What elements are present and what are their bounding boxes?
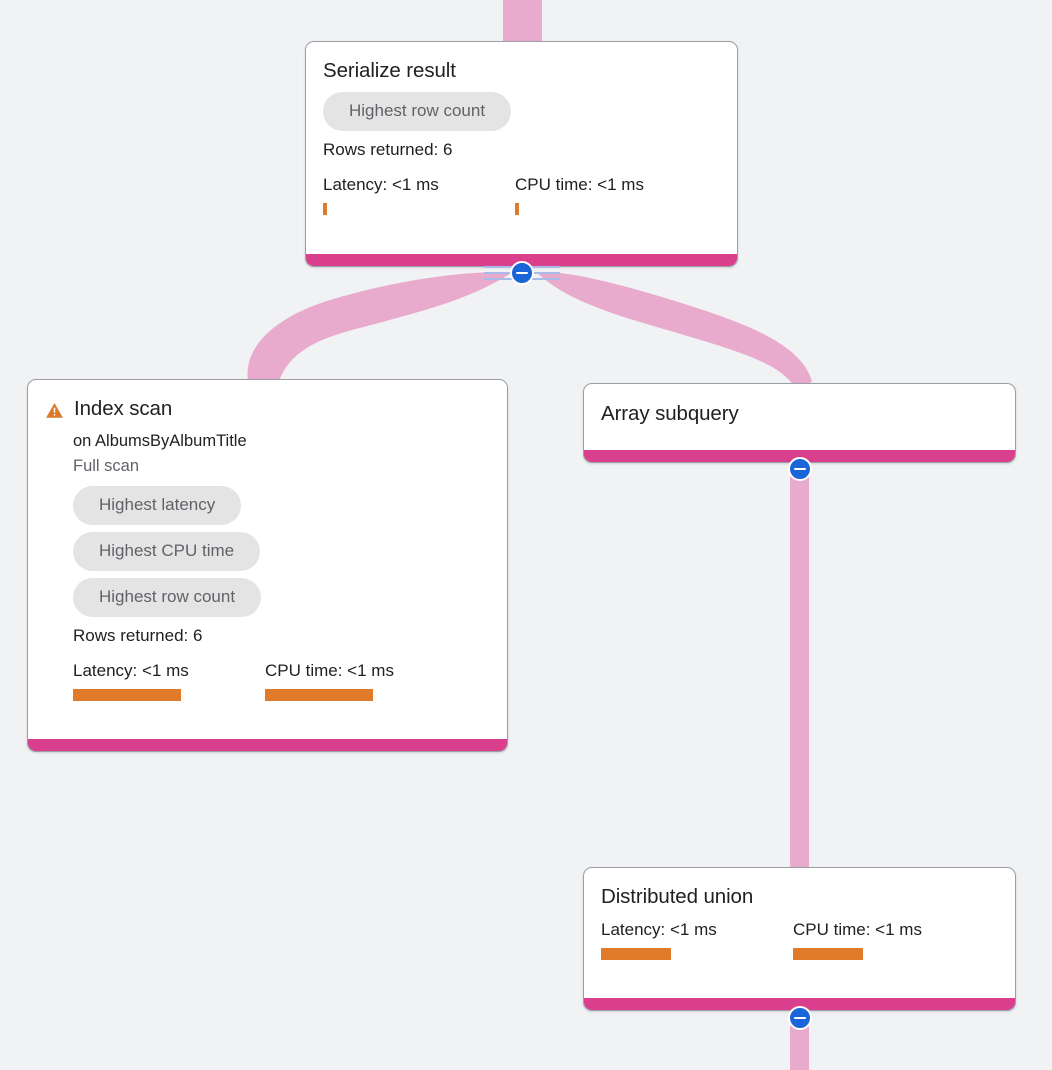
metric-latency: Latency: <1 ms — [323, 174, 515, 215]
node-serialize-result[interactable]: Serialize result Highest row count Rows … — [305, 41, 738, 267]
metric-latency-label: Latency: <1 ms — [73, 661, 189, 680]
node-accent-bar — [306, 254, 737, 266]
node-body: Index scan on AlbumsByAlbumTitle Full sc… — [28, 380, 507, 715]
rows-returned-label: Rows returned: 6 — [323, 140, 453, 159]
rows-returned-label: Rows returned: 6 — [73, 626, 203, 645]
node-subtitle-scan-type: Full scan — [73, 457, 140, 475]
metric-cpu-time-label: CPU time: <1 ms — [265, 661, 394, 680]
node-body: Distributed union Latency: <1 ms CPU tim… — [584, 868, 1015, 974]
node-subtitle-index: on AlbumsByAlbumTitle — [73, 432, 247, 450]
metric-cpu-time: CPU time: <1 ms — [265, 660, 394, 701]
chip-list: Highest row count — [323, 92, 720, 131]
metric-cpu-time-bar — [515, 203, 519, 215]
node-body: Array subquery — [584, 384, 1015, 441]
collapse-toggle-array-subquery[interactable] — [788, 457, 812, 481]
metric-cpu-time-label: CPU time: <1 ms — [793, 920, 922, 939]
node-accent-bar — [584, 450, 1015, 462]
metric-latency-bar — [73, 689, 181, 701]
node-accent-bar — [584, 998, 1015, 1010]
node-header: Array subquery — [601, 401, 998, 427]
node-index-scan[interactable]: Index scan on AlbumsByAlbumTitle Full sc… — [27, 379, 508, 752]
node-title: Index scan — [74, 397, 173, 420]
edge-serialize-to-index-scan — [247, 272, 513, 381]
collapse-toggle-distributed-union[interactable] — [788, 1006, 812, 1030]
metric-cpu-time-bar — [793, 948, 863, 960]
chip-list: Highest latency Highest CPU time Highest… — [73, 486, 490, 617]
node-array-subquery[interactable]: Array subquery — [583, 383, 1016, 463]
node-header: Distributed union — [601, 884, 998, 910]
chip-highest-row-count: Highest row count — [323, 92, 512, 131]
metrics-row: Latency: <1 ms CPU time: <1 ms — [601, 919, 998, 960]
metric-cpu-time: CPU time: <1 ms — [793, 919, 922, 960]
metric-latency-bar — [323, 203, 327, 215]
node-body: Serialize result Highest row count Rows … — [306, 42, 737, 229]
node-title: Array subquery — [601, 402, 739, 425]
metric-latency: Latency: <1 ms — [601, 919, 793, 960]
warning-triangle-icon — [45, 401, 64, 420]
metric-cpu-time-label: CPU time: <1 ms — [515, 175, 644, 194]
node-distributed-union[interactable]: Distributed union Latency: <1 ms CPU tim… — [583, 867, 1016, 1011]
metrics-row: Latency: <1 ms CPU time: <1 ms — [323, 174, 720, 215]
chip-highest-row-count: Highest row count — [73, 578, 262, 617]
chip-highest-latency: Highest latency — [73, 486, 242, 525]
metrics-row: Latency: <1 ms CPU time: <1 ms — [73, 660, 490, 701]
metric-cpu-time-bar — [265, 689, 373, 701]
metric-latency: Latency: <1 ms — [73, 660, 265, 701]
metric-latency-label: Latency: <1 ms — [323, 175, 439, 194]
node-title: Serialize result — [323, 59, 456, 82]
edge-array-to-distributed-union — [790, 466, 809, 870]
edge-incoming-serialize — [503, 0, 542, 44]
node-header: Index scan — [45, 396, 490, 422]
metric-latency-label: Latency: <1 ms — [601, 920, 717, 939]
node-header: Serialize result — [323, 58, 720, 84]
node-title: Distributed union — [601, 885, 754, 908]
metric-latency-bar — [601, 948, 671, 960]
chip-highest-cpu-time: Highest CPU time — [73, 532, 261, 571]
metric-cpu-time: CPU time: <1 ms — [515, 174, 644, 215]
collapse-toggle-serialize-result[interactable] — [510, 261, 534, 285]
edge-serialize-to-array-subquery — [536, 272, 812, 381]
node-accent-bar — [28, 739, 507, 751]
